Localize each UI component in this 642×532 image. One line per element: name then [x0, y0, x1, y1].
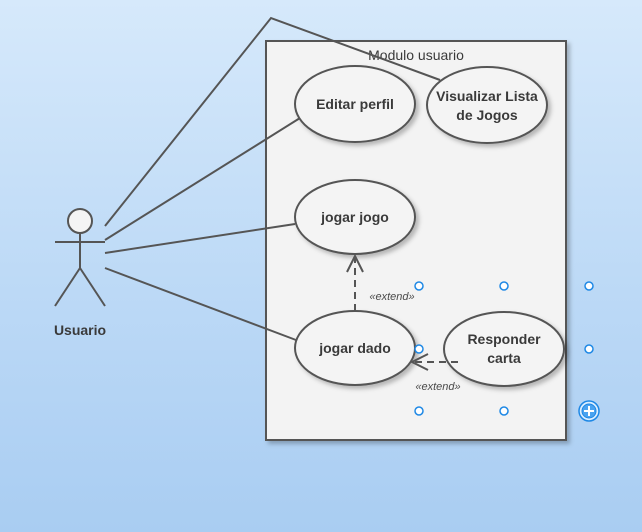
associations — [104, 16, 441, 341]
actor-usuario[interactable]: Usuario — [54, 208, 106, 338]
use-case-label: jogar jogo — [320, 209, 389, 225]
selection-handles[interactable] — [414, 281, 600, 422]
use-case-label: Editar perfil — [316, 96, 394, 112]
resize-handle-top-right[interactable] — [584, 281, 594, 291]
association-jogar-dado[interactable] — [104, 267, 297, 341]
use-case-responder-carta[interactable]: Responder carta — [443, 311, 565, 387]
use-case-label-line-1: Visualizar Lista — [436, 88, 538, 104]
use-case-jogar-dado[interactable]: jogar dado — [294, 310, 416, 386]
add-icon[interactable] — [578, 400, 600, 422]
actor-right-leg — [79, 267, 106, 307]
use-case-editar-perfil[interactable]: Editar perfil — [294, 65, 416, 143]
resize-handle-left[interactable] — [414, 344, 424, 354]
arrow-head-icon — [346, 253, 364, 273]
use-case-label-line-2: de Jogos — [456, 107, 518, 123]
extend-label: «extend» — [415, 381, 460, 393]
resize-handle-top[interactable] — [499, 281, 509, 291]
use-case-label-line-2: carta — [487, 350, 521, 366]
actor-head — [67, 208, 93, 234]
association-jogar-jogo[interactable] — [104, 223, 296, 254]
resize-handle-bottom-left[interactable] — [414, 406, 424, 416]
use-case-jogar-jogo[interactable]: jogar jogo — [294, 179, 416, 255]
actor-left-leg — [54, 267, 81, 307]
extend-relation-carta-dado[interactable]: «extend» — [409, 353, 461, 393]
association-visualizar-lista[interactable] — [104, 16, 441, 227]
association-editar-perfil[interactable] — [104, 117, 301, 241]
resize-handle-bottom[interactable] — [499, 406, 509, 416]
extend-label: «extend» — [369, 291, 414, 303]
use-case-visualizar-lista[interactable]: Visualizar Lista de Jogos — [426, 66, 548, 144]
system-title: Modulo usuario — [368, 47, 464, 63]
use-case-label: jogar dado — [318, 340, 391, 356]
arrow-head-icon — [409, 353, 429, 371]
actor-label: Usuario — [54, 322, 106, 338]
extend-relation-dado-jogo[interactable]: «extend» — [346, 253, 415, 311]
use-case-label-line-1: Responder — [467, 331, 541, 347]
resize-handle-right[interactable] — [584, 344, 594, 354]
resize-handle-top-left[interactable] — [414, 281, 424, 291]
